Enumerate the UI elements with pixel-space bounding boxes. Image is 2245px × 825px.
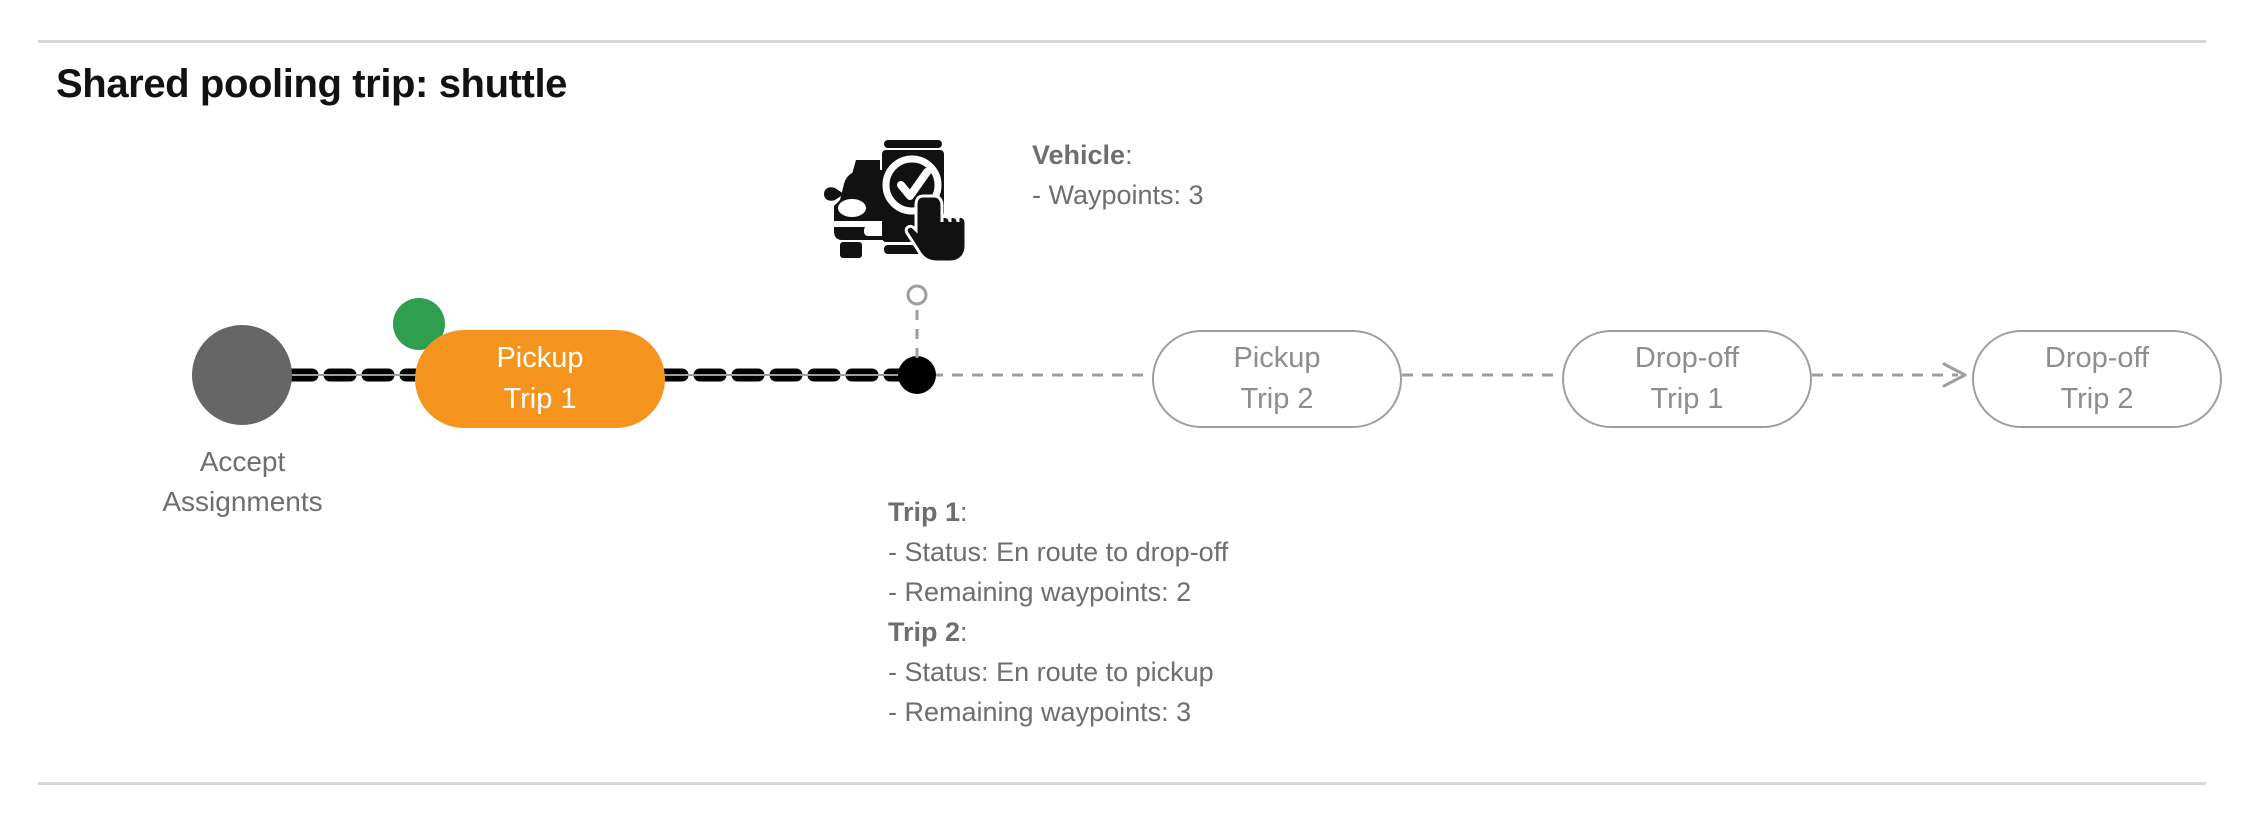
step-dropoff-trip-2-line2: Trip 2 xyxy=(2060,383,2134,415)
vehicle-heading-text: Vehicle xyxy=(1032,140,1126,170)
trip-1-status-line: - Status: En route to drop-off xyxy=(888,532,1228,572)
trip-2-heading-text: Trip 2 xyxy=(888,617,961,647)
trip-2-status-label: - Status: xyxy=(888,657,989,687)
step-pickup-trip-2[interactable]: Pickup Trip 2 xyxy=(1152,330,1402,428)
step-dropoff-trip-1-line2: Trip 1 xyxy=(1650,383,1724,415)
vehicle-waypoints-line: - Waypoints: 3 xyxy=(1032,180,1204,210)
vehicle-info-block: Vehicle: - Waypoints: 3 xyxy=(1032,135,1204,215)
step-dropoff-trip-2[interactable]: Drop-off Trip 2 xyxy=(1972,330,2222,428)
accept-label-line2: Assignments xyxy=(162,486,323,517)
step-pickup-trip-1-line2: Trip 1 xyxy=(503,383,577,415)
trip-1-heading-colon: : xyxy=(960,497,968,527)
step-pickup-trip-1-line1: Pickup xyxy=(496,342,584,374)
route-arrowhead xyxy=(1942,362,1967,388)
step-dropoff-trip-2-line1: Drop-off xyxy=(2044,342,2150,374)
step-pickup-trip-1[interactable]: Pickup Trip 1 xyxy=(415,330,665,428)
bottom-divider xyxy=(38,782,2206,785)
trip-1-waypoints-line: - Remaining waypoints: 2 xyxy=(888,577,1192,607)
vehicle-info-heading: Vehicle: xyxy=(1032,135,1204,175)
trip-2-waypoints-line: - Remaining waypoints: 3 xyxy=(888,697,1192,727)
trip-2-heading-colon: : xyxy=(960,617,968,647)
trip-2-status-line: - Status: En route to pickup xyxy=(888,652,1228,692)
trip-info-block: Trip 1: - Status: En route to drop-off -… xyxy=(888,492,1228,732)
step-pickup-trip-2-line1: Pickup xyxy=(1233,342,1321,374)
vehicle-position-dot xyxy=(898,356,936,394)
trip-1-status-label: - Status: xyxy=(888,537,989,567)
accept-assignments-node[interactable] xyxy=(192,325,292,425)
trip-1-heading: Trip 1: xyxy=(888,492,1228,532)
accept-assignments-label: Accept Assignments xyxy=(130,442,355,522)
waypoint-circle-icon xyxy=(906,284,928,306)
vehicle-app-check-icon xyxy=(824,140,968,264)
accept-label-line1: Accept xyxy=(199,446,286,477)
vehicle-heading-colon: : xyxy=(1125,140,1133,170)
step-dropoff-trip-1-line1: Drop-off xyxy=(1634,342,1740,374)
trip-1-status-value: En route to drop-off xyxy=(996,537,1229,567)
trip-1-heading-text: Trip 1 xyxy=(888,497,961,527)
top-divider xyxy=(38,40,2206,43)
step-dropoff-trip-1[interactable]: Drop-off Trip 1 xyxy=(1562,330,1812,428)
page-title: Shared pooling trip: shuttle xyxy=(56,62,568,106)
step-pickup-trip-2-line2: Trip 2 xyxy=(1240,383,1314,415)
trip-2-status-value: En route to pickup xyxy=(996,657,1214,687)
trip-2-heading: Trip 2: xyxy=(888,612,1228,652)
